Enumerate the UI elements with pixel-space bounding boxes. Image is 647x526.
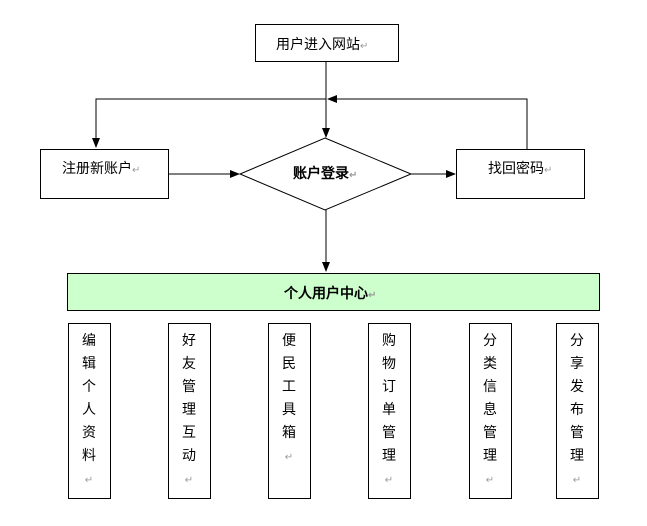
paragraph-mark: ↵	[284, 452, 294, 463]
user-center-label: 个人用户中心↵	[284, 283, 376, 303]
arrow-to-register	[92, 98, 326, 148]
login-label: 账户登录↵	[293, 163, 357, 183]
paragraph-mark: ↵	[360, 41, 369, 52]
register-label: 注册新账户↵	[62, 158, 140, 178]
module-box-friend-manage	[168, 323, 211, 499]
module-box-category-manage	[469, 323, 512, 499]
paragraph-mark: ↵	[184, 475, 194, 486]
paragraph-mark: ↵	[485, 475, 495, 486]
paragraph-mark: ↵	[84, 475, 94, 486]
login-diamond	[238, 137, 413, 211]
recover-text: 找回密码	[488, 161, 544, 177]
enter-site-box	[255, 24, 399, 62]
paragraph-mark: ↵	[132, 165, 141, 176]
module-label-category-manage: 分类信息管理 ↵	[480, 330, 500, 492]
recover-label: 找回密码↵	[488, 158, 552, 178]
module-text: 分享发布管理	[570, 333, 584, 464]
arrow-recover-back	[327, 95, 528, 149]
user-center-box	[67, 273, 600, 311]
module-box-share-manage	[556, 323, 599, 499]
module-text: 好友管理互动	[182, 333, 196, 464]
module-text: 便民工具箱	[282, 333, 296, 441]
module-label-toolbox: 便民工具箱 ↵	[279, 330, 299, 469]
recover-box	[456, 149, 585, 199]
login-text: 账户登录	[293, 166, 349, 182]
paragraph-mark: ↵	[349, 170, 358, 181]
paragraph-mark: ↵	[384, 475, 394, 486]
module-text: 购物订单管理	[382, 333, 396, 464]
module-label-order-manage: 购物订单管理 ↵	[379, 330, 399, 492]
module-text: 编辑个人资料	[82, 333, 96, 464]
paragraph-mark: ↵	[572, 475, 582, 486]
module-label-edit-profile: 编辑个人资料 ↵	[79, 330, 99, 492]
register-text: 注册新账户	[62, 161, 132, 177]
paragraph-mark: ↵	[368, 290, 377, 301]
module-box-edit-profile	[68, 323, 111, 499]
enter-site-label: 用户进入网站↵	[276, 34, 368, 54]
module-label-friend-manage: 好友管理互动 ↵	[179, 330, 199, 492]
enter-site-text: 用户进入网站	[276, 37, 360, 53]
module-box-order-manage	[368, 323, 411, 499]
module-label-share-manage: 分享发布管理 ↵	[567, 330, 587, 492]
paragraph-mark: ↵	[544, 165, 553, 176]
register-box	[40, 149, 169, 199]
user-center-text: 个人用户中心	[284, 286, 368, 302]
module-text: 分类信息管理	[483, 333, 497, 464]
module-box-toolbox	[268, 323, 311, 499]
